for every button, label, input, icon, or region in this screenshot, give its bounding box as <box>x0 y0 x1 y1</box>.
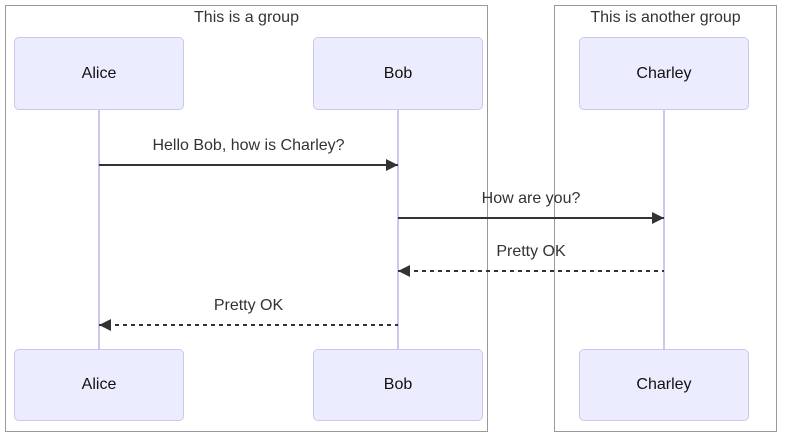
message-2-label: How are you? <box>481 190 581 207</box>
actor-label: Charley <box>636 64 692 82</box>
message-2-line <box>398 217 664 219</box>
arrowhead-right-icon <box>652 212 664 224</box>
group-title: This is a group <box>194 9 299 26</box>
lifeline-alice <box>98 110 100 349</box>
actor-label: Bob <box>383 376 413 393</box>
arrowhead-left-icon <box>99 319 111 331</box>
actor-label: Alice <box>81 376 117 393</box>
actor-alice-top: Alice <box>14 37 184 110</box>
message-3-label: Pretty OK <box>496 243 566 260</box>
actor-bob-bottom: Bob <box>313 349 483 421</box>
actor-label: Alice <box>81 64 117 82</box>
message-1-label: Hello Bob, how is Charley? <box>152 137 345 154</box>
actor-label: Charley <box>636 376 692 393</box>
message-3-line <box>398 270 664 272</box>
message-1-line <box>99 164 398 166</box>
lifeline-charley <box>663 110 665 349</box>
lifeline-bob <box>397 110 399 349</box>
actor-charley-top: Charley <box>579 37 749 110</box>
arrowhead-right-icon <box>386 159 398 171</box>
arrowhead-left-icon <box>398 265 410 277</box>
message-4-line <box>99 324 398 326</box>
actor-charley-bottom: Charley <box>579 349 749 421</box>
actor-alice-bottom: Alice <box>14 349 184 421</box>
message-4-label: Pretty OK <box>213 297 284 314</box>
actor-label: Bob <box>383 64 413 82</box>
actor-bob-top: Bob <box>313 37 483 110</box>
group-title: This is another group <box>590 9 741 26</box>
